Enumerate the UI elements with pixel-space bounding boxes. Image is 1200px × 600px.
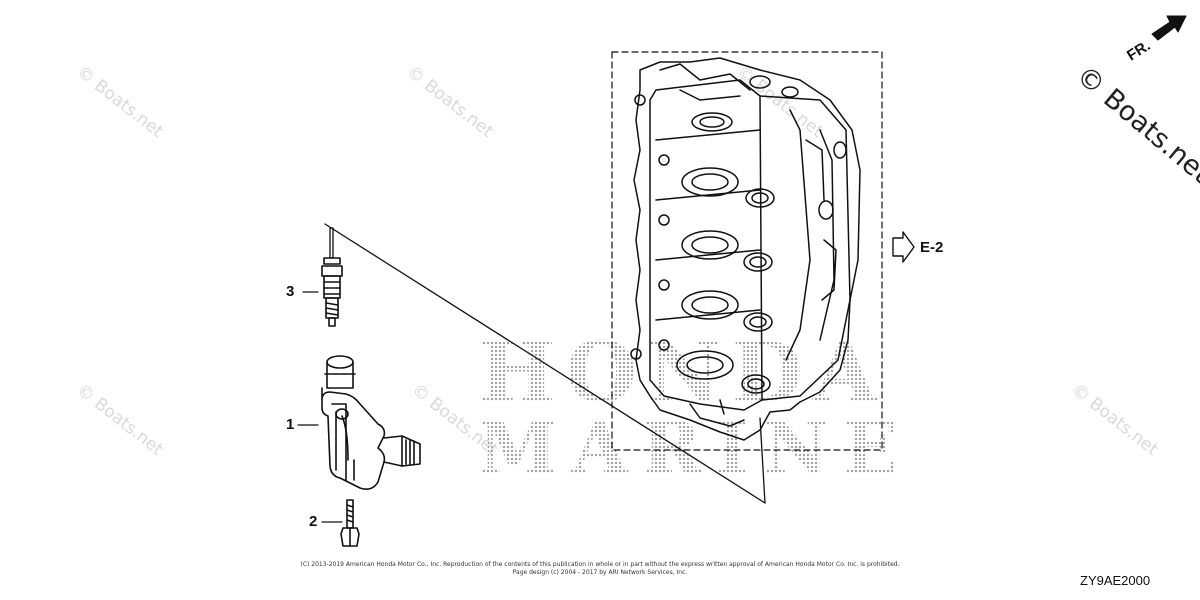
front-direction-arrow-icon bbox=[1151, 15, 1187, 41]
ignition-coil-illustration bbox=[321, 355, 421, 490]
callout-1: 1 bbox=[286, 416, 295, 433]
copyright-line-1: (C) 2013-2019 American Honda Motor Co., … bbox=[300, 561, 900, 568]
reference-arrow-icon bbox=[892, 231, 915, 263]
leader-line bbox=[759, 417, 766, 504]
spark-plug-illustration bbox=[321, 227, 343, 327]
dashed-frame bbox=[611, 51, 883, 451]
leader-line bbox=[324, 223, 766, 504]
diagram-code: ZY9AE2000 bbox=[1080, 573, 1151, 588]
callout-2: 2 bbox=[309, 513, 318, 530]
bolt-illustration bbox=[340, 499, 360, 547]
brand-watermark-line1: HONDA bbox=[478, 325, 887, 421]
copyright-line-2: Page design (c) 2004 - 2017 by ARI Netwo… bbox=[512, 569, 688, 576]
copyright-notice: (C) 2013-2019 American Honda Motor Co., … bbox=[300, 561, 900, 577]
cylinder-head-illustration bbox=[630, 57, 861, 441]
reference-label: E-2 bbox=[920, 239, 944, 256]
callout-3: 3 bbox=[286, 283, 295, 300]
